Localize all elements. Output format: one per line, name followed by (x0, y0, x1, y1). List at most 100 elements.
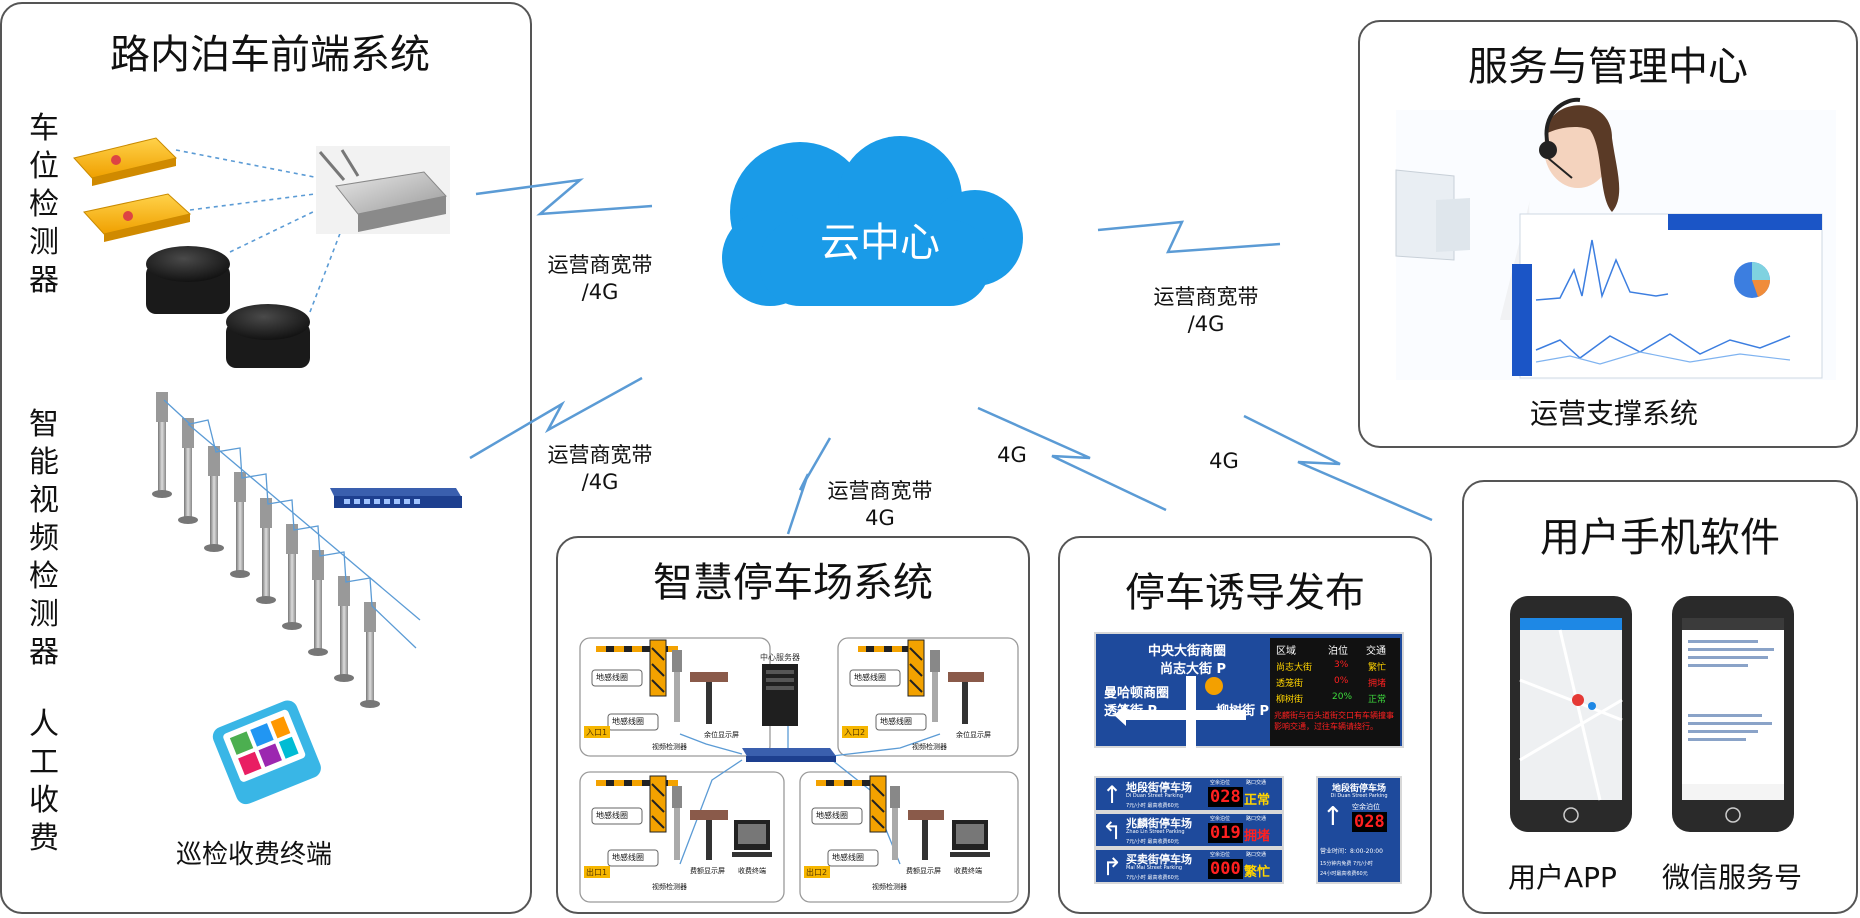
sign-row-status: 拥堵 (1368, 679, 1387, 689)
camera-label: 视频检测器 (872, 883, 907, 891)
tall-sign-name: 地段街停车场 (1331, 784, 1386, 794)
network-links (469, 178, 1433, 535)
booth-label: 收费终端 (954, 867, 982, 875)
sign-row-pct: 0% (1334, 676, 1349, 686)
link-guidance (977, 406, 1167, 512)
link-label-guidance: 4G (997, 443, 1027, 467)
camera-label: 视频检测器 (652, 883, 687, 891)
sign-table: 区域 泊位 交通 尚志大街 3% 繁忙 透笼街 0% 拥堵 柳树街 20% 正常… (1270, 638, 1400, 746)
lot-camera-icon (672, 786, 682, 860)
video-pole-icon (334, 576, 354, 682)
cloud-label: 云中心 (820, 220, 940, 266)
link-parking (786, 437, 832, 535)
sign-row-status: 繁忙 (1368, 663, 1387, 673)
loop-label: 地感线圈 (854, 673, 886, 682)
small-sign-en: Di Duan Street Parking (1126, 793, 1183, 799)
service-title: 服务与管理中心 (1468, 44, 1748, 90)
sign-row-status: 正常 (1368, 695, 1387, 705)
server-label-text: 中心服务器 (760, 653, 800, 662)
fee-screen-label: 费额显示屏 (690, 867, 725, 875)
video-pole-icon (256, 498, 276, 604)
right-turn-arrow-icon: ↱ (1102, 853, 1123, 881)
vacancy-display-icon (948, 672, 984, 724)
sign-scroll-text: 兆麟街与石头道街交口有车辆撞事影响交通，过往车辆请绕行。 (1274, 711, 1394, 731)
small-sign-3: ↱ 买卖街停车场 Mai Mai Street Parking 7元/小时 最高… (1094, 848, 1284, 884)
fee-display-icon (908, 810, 944, 860)
lot-switch-icon (742, 748, 836, 762)
phone-wechat-icon (1672, 596, 1794, 832)
vacancy-screen-label: 余位显示屏 (956, 731, 991, 739)
tall-sign-line1: 15分钟内免费 7元/小时 (1320, 861, 1373, 867)
link-label-service: 运营商宽带 /4G (1153, 285, 1259, 336)
link-label-roadside-bottom: 运营商宽带 /4G (547, 443, 653, 494)
small-sign-sub: 7元/小时 最高收费60元 (1126, 803, 1179, 809)
barrier-gate-icon (596, 775, 678, 833)
sign-row-name: 柳树街 (1276, 695, 1304, 705)
up-arrow-icon: ↑ (1322, 802, 1344, 832)
barrier-gate-icon (858, 639, 925, 697)
small-sign-hdr: 路口交通 (1246, 816, 1267, 822)
video-detector-poles (152, 392, 380, 708)
sign-table-header-area: 区域 (1276, 646, 1296, 657)
barrier-gate-icon (596, 639, 678, 697)
sign-row-pct: 20% (1332, 692, 1353, 702)
entry-zone-2 (837, 637, 1019, 757)
camera-label: 视频检测器 (912, 743, 947, 751)
fee-display-icon (690, 810, 728, 860)
manual-toll-label: 人工收费 (29, 707, 59, 856)
video-pole-icon (230, 472, 250, 578)
small-sign-1: ↑ 地段街停车场 Di Duan Street Parking 7元/小时 最高… (1094, 776, 1284, 812)
cloud-icon (722, 136, 1023, 306)
yellow-detector-icon (73, 137, 177, 186)
video-pole-icon (178, 418, 198, 524)
exit-zone-2 (799, 771, 1019, 903)
small-sign-hdr: 空余泊位 (1210, 780, 1231, 786)
mobile-title: 用户手机软件 (1540, 515, 1780, 561)
small-sign-hdr: 空余泊位 (1210, 816, 1231, 822)
video-pole-icon (152, 392, 172, 498)
exit-tag: 出口2 (806, 868, 828, 877)
phone-app-icon (1510, 596, 1632, 832)
lot-camera-icon (930, 650, 940, 722)
tall-guidance-sign: 地段街停车场 Di Duan Street Parking ↑ 空余泊位 028… (1316, 776, 1402, 884)
small-sign-hdr: 路口交通 (1246, 852, 1267, 858)
loop-label: 地感线圈 (816, 811, 848, 820)
barrier-gate-icon (816, 775, 887, 833)
loop-label: 地感线圈 (832, 853, 864, 862)
small-sign-name: 兆麟街停车场 (1126, 817, 1192, 830)
tall-sign-en: Di Duan Street Parking (1330, 793, 1388, 799)
pole-cabling (163, 399, 417, 649)
link-label-roadside-top: 运营商宽带 /4G (547, 253, 653, 304)
camera-label: 视频检测器 (652, 743, 687, 751)
lot-camera-icon (672, 650, 682, 722)
loop-label: 地感线圈 (612, 853, 644, 862)
tall-sign-num: 028 (1352, 812, 1387, 832)
toll-pc-icon (950, 820, 990, 857)
video-pole-icon (282, 524, 302, 630)
operator-scene-image (1395, 97, 1836, 380)
exit-zone-1 (579, 771, 785, 903)
small-sign-sub: 7元/小时 最高收费60元 (1126, 839, 1179, 845)
sign-row-name: 尚志大街 (1276, 663, 1313, 673)
small-sign-status: 繁忙 (1244, 865, 1271, 880)
sign-row-pct: 3% (1334, 660, 1349, 670)
black-detector-icon (146, 246, 230, 314)
link-label-mobile: 4G (1209, 449, 1239, 473)
sign-table-header-spaces: 泊位 (1328, 646, 1348, 657)
loop-label: 地感线圈 (596, 673, 628, 682)
tall-sign-label: 空余泊位 (1352, 803, 1380, 811)
entry-tag: 入口1 (586, 728, 608, 737)
toll-pc-icon (732, 820, 772, 857)
small-sign-status: 正常 (1244, 793, 1271, 808)
left-turn-arrow-icon: ↰ (1102, 817, 1123, 845)
small-sign-num: 000 (1208, 859, 1243, 879)
loop-label: 地感线圈 (596, 811, 628, 820)
link-roadside-bottom (469, 376, 643, 460)
video-pole-icon (204, 446, 224, 552)
small-sign-2: ↰ 兆麟街停车场 Zhao Lin Street Parking 7元/小时 最… (1094, 812, 1284, 848)
sign-table-header-traffic: 交通 (1366, 646, 1386, 657)
parking-title: 智慧停车场系统 (653, 560, 933, 606)
video-pole-icon (308, 550, 328, 656)
handheld-terminal-icon (212, 700, 321, 805)
sign-street-1: 尚志大街 P (1160, 662, 1227, 677)
